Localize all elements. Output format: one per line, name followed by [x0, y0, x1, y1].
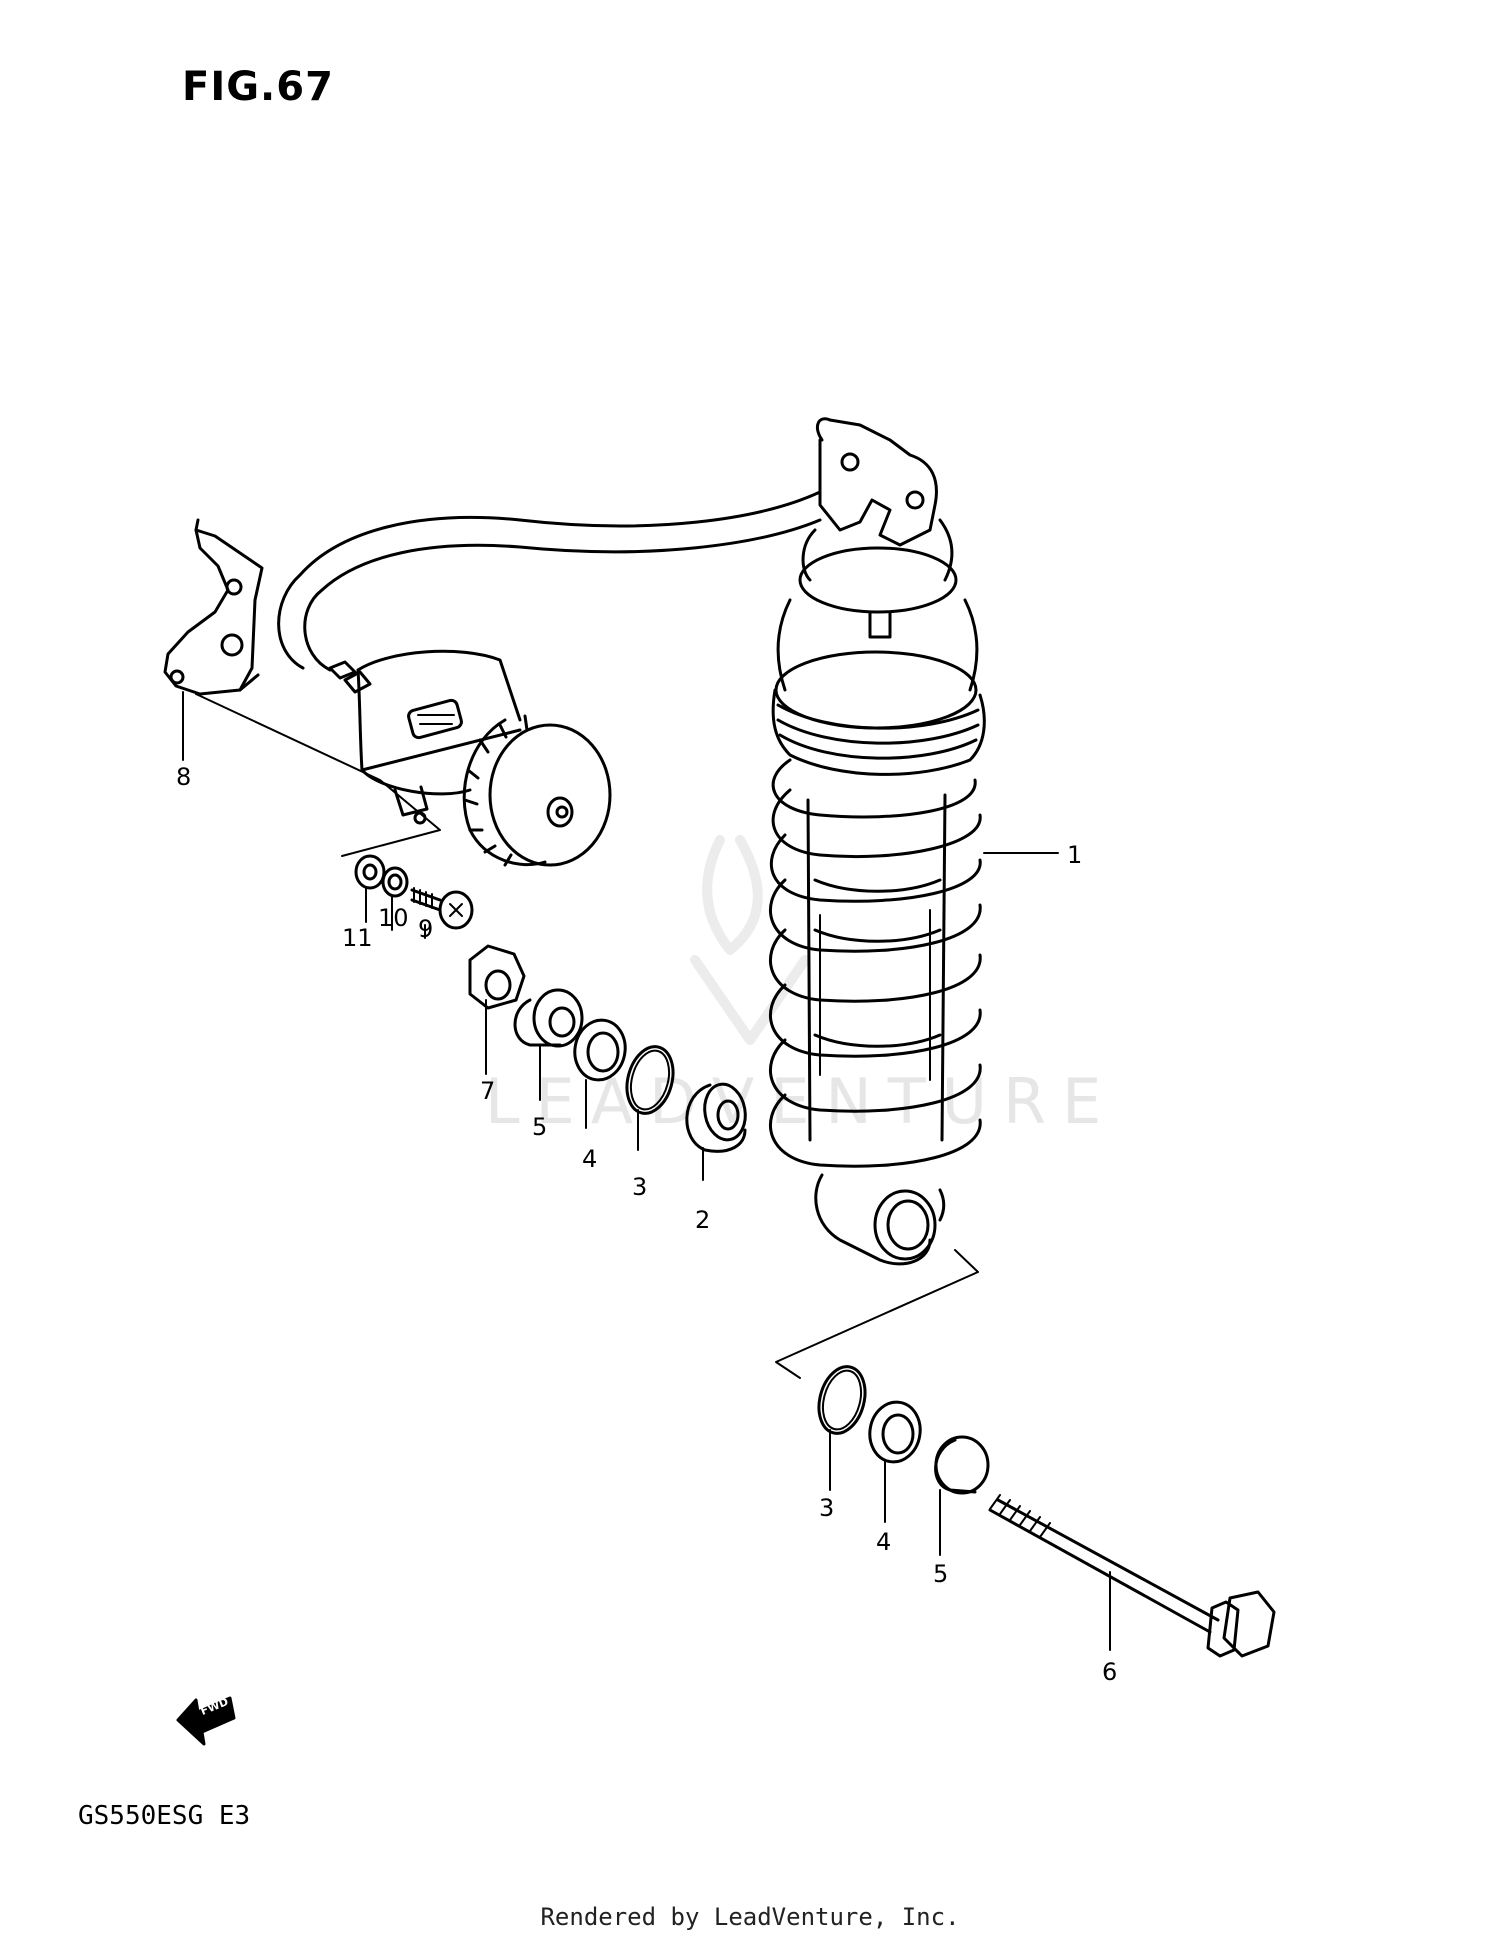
leader-lines [182, 691, 1111, 1651]
screw-part-9[interactable] [410, 887, 474, 930]
footer-credit: Rendered by LeadVenture, Inc. [540, 1903, 960, 1931]
figure-title: FIG.67 [182, 64, 334, 110]
callout-11: 11 [342, 924, 373, 952]
model-code: GS550ESG E3 [78, 1801, 251, 1831]
callout-5-upper: 5 [532, 1113, 548, 1141]
callout-9: 9 [418, 915, 434, 943]
callout-2: 2 [695, 1206, 711, 1234]
bracket-part-8[interactable] [163, 518, 264, 696]
fwd-arrow-icon [176, 1696, 236, 1746]
callout-4-upper: 4 [582, 1145, 598, 1173]
spacer-part-5-upper[interactable] [513, 988, 584, 1048]
watermark-logo [690, 835, 810, 1045]
shock-absorber-part-1[interactable] [769, 417, 986, 1266]
callout-10: 10 [378, 904, 409, 932]
callout-1: 1 [1067, 841, 1083, 869]
bolt-part-6[interactable] [988, 1494, 1276, 1658]
bushing-part-2[interactable] [685, 1081, 750, 1153]
callout-4-lower: 4 [876, 1528, 892, 1556]
callout-6: 6 [1102, 1658, 1118, 1686]
seal-part-4-lower[interactable] [865, 1398, 925, 1466]
callout-3-lower: 3 [819, 1494, 835, 1522]
lock-washer-part-10[interactable] [381, 866, 409, 898]
washer-part-11[interactable] [354, 854, 386, 890]
o-ring-part-3-upper[interactable] [620, 1041, 680, 1118]
remote-reservoir[interactable] [328, 649, 612, 867]
callout-3-upper: 3 [632, 1173, 648, 1201]
nut-part-7[interactable] [468, 944, 526, 1010]
seal-part-4-upper[interactable] [570, 1016, 630, 1084]
callout-8: 8 [176, 763, 192, 791]
o-ring-part-3-lower[interactable] [812, 1361, 872, 1438]
reservoir-hose [277, 490, 822, 672]
callout-5-lower: 5 [933, 1560, 949, 1588]
callout-7: 7 [480, 1077, 496, 1105]
spacer-part-5-lower[interactable] [934, 1435, 990, 1495]
